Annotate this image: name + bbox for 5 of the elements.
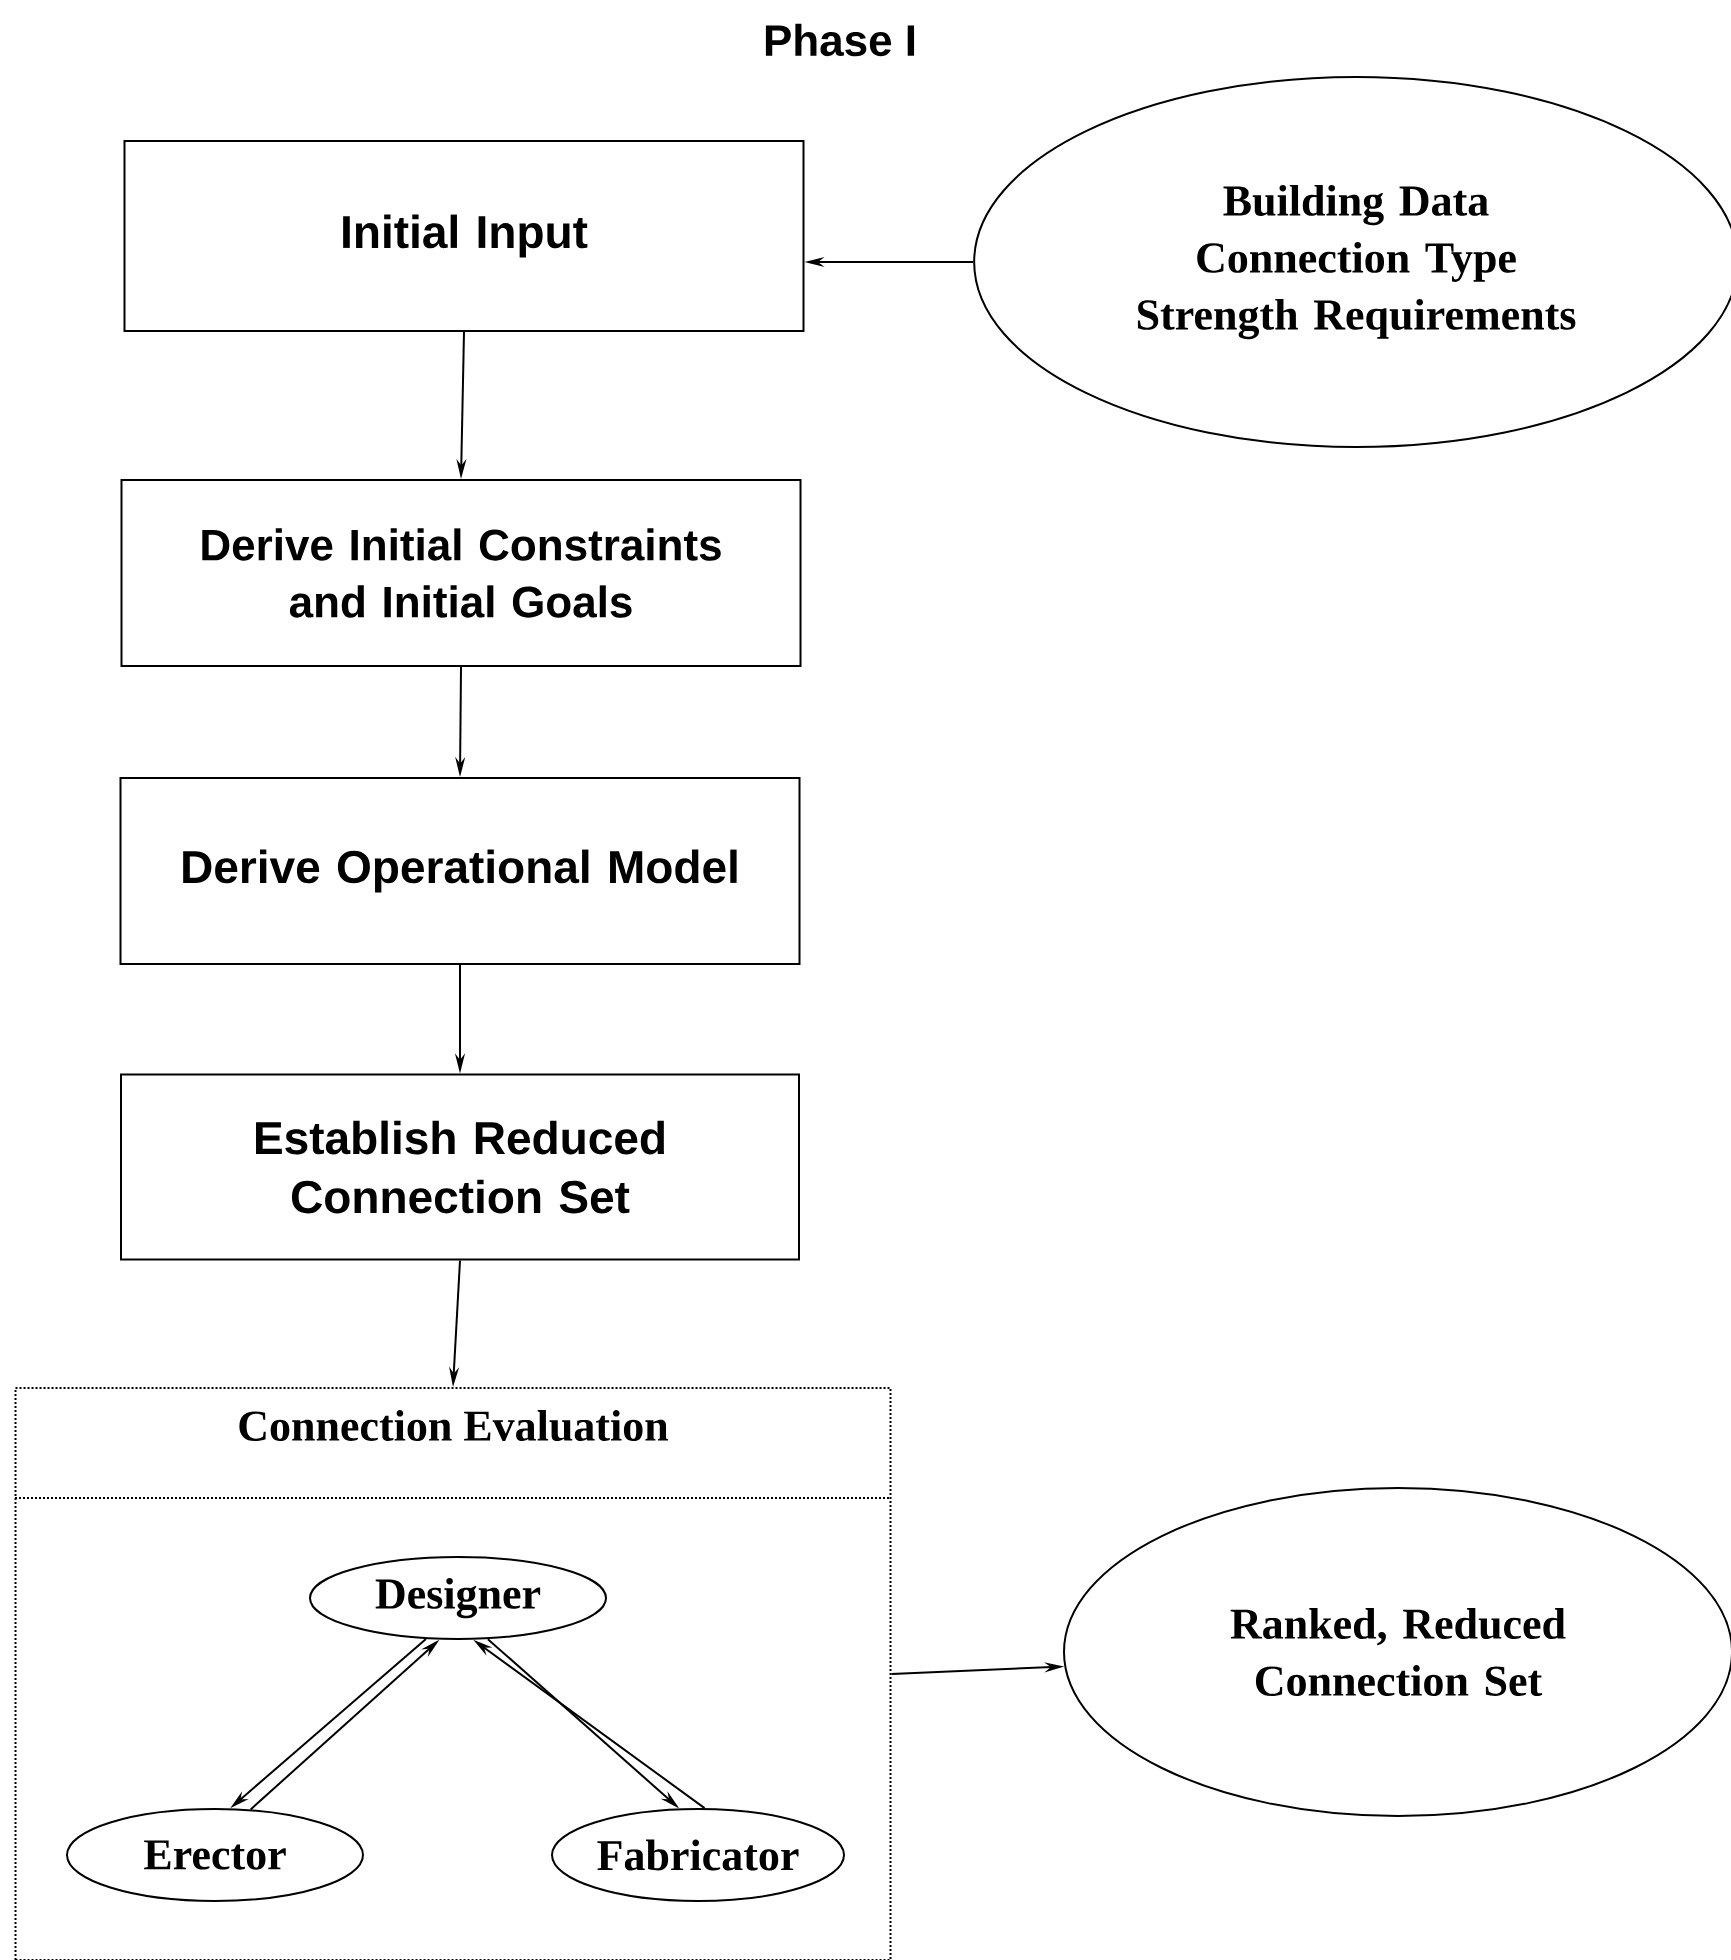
process-box: Derive Initial Constraints and Initial Goals xyxy=(120,479,802,667)
process-box: Establish Reduced Connection Set xyxy=(120,1073,800,1261)
title: Phase I xyxy=(765,23,915,57)
process-box: Derive Operational Model xyxy=(119,777,801,965)
process-box: Initial Input xyxy=(123,140,805,332)
